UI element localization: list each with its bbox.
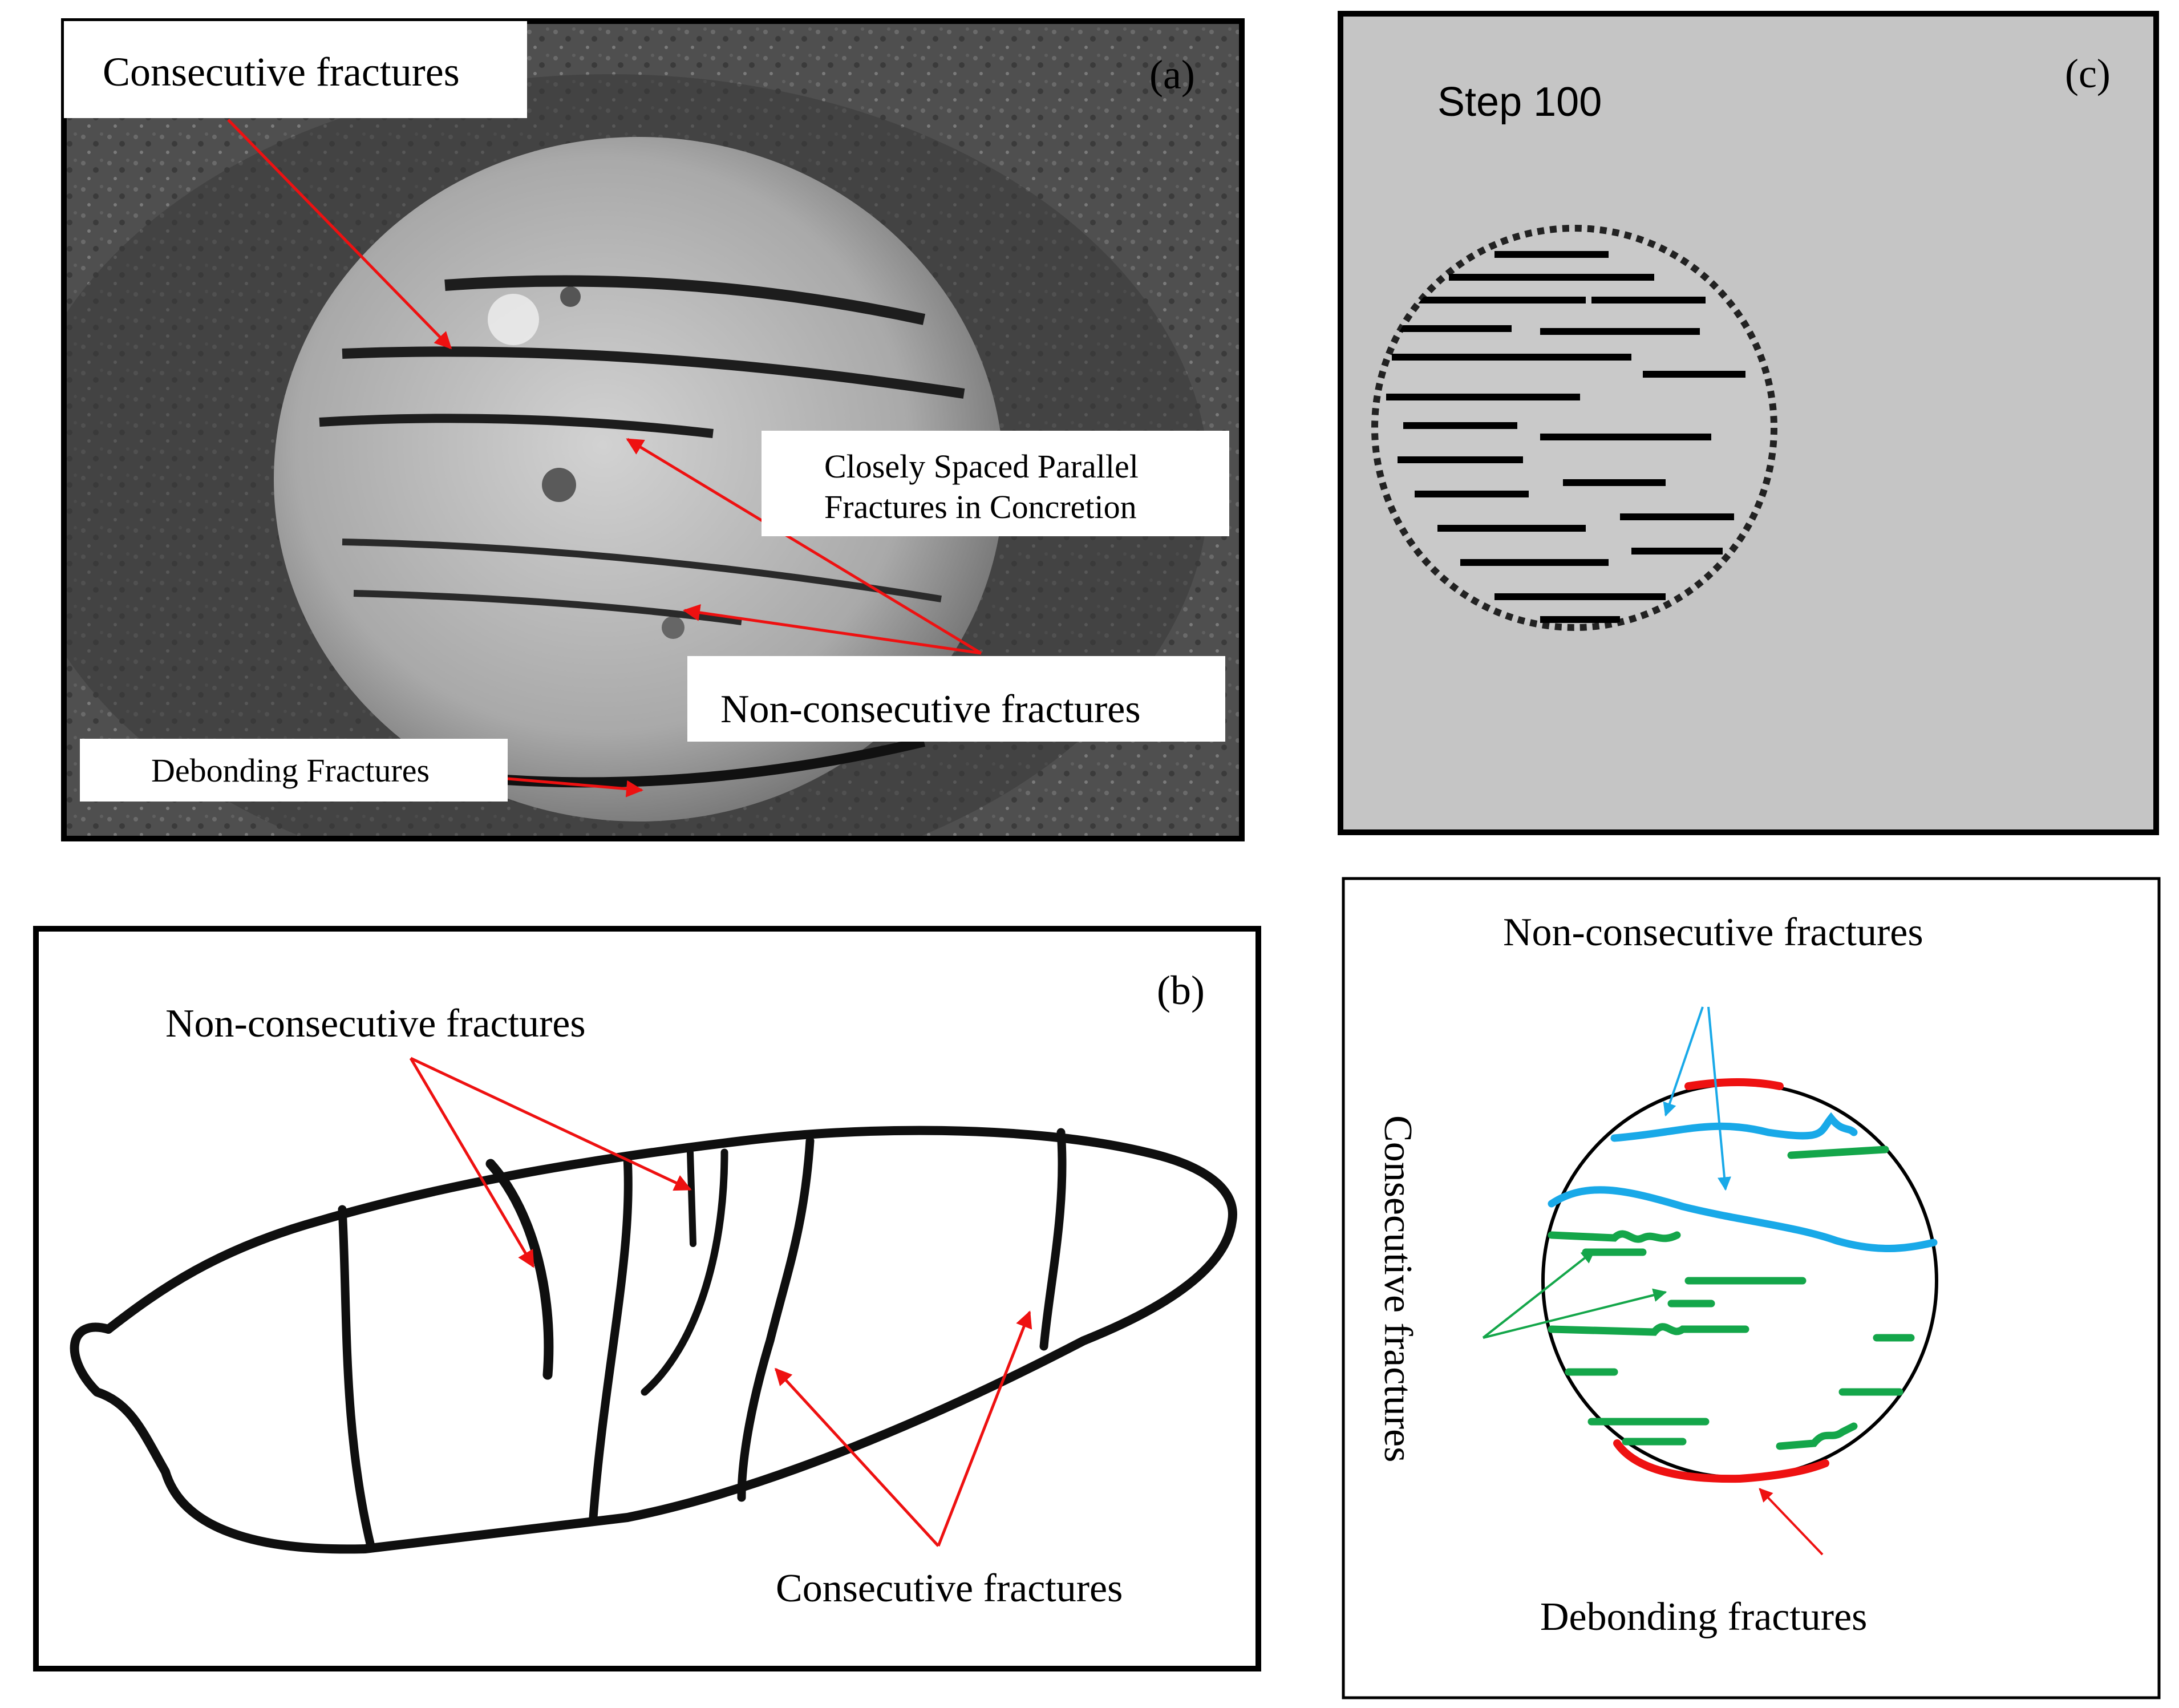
panel-c-tag: (c) <box>2065 51 2111 96</box>
panel-b-sketch <box>70 1126 1237 1554</box>
sketch-fracture-7 <box>1039 1128 1067 1351</box>
arrow-a-non-consecutive-1 <box>626 438 982 655</box>
schematic-consecutive-fractures <box>1548 1146 1915 1450</box>
simulation-cracks <box>1386 251 1745 623</box>
label-b-non-consecutive: Non-consecutive fractures <box>165 1002 586 1046</box>
arrow-a-debonding <box>507 777 643 798</box>
sketch-fracture-5 <box>641 1148 728 1396</box>
label-a-closely-line2: Fractures in Concretion <box>824 488 1137 525</box>
sketch-fracture-4 <box>687 1149 696 1247</box>
arrow-d-consecutive-1 <box>1482 1249 1595 1339</box>
label-a-closely-spaced: Closely Spaced Parallel Fractures in Con… <box>762 431 1229 536</box>
schematic-debonding-fractures <box>1613 1078 1829 1483</box>
label-a-closely-line1: Closely Spaced Parallel <box>824 448 1139 485</box>
arrow-b-consecutive-1 <box>774 1367 939 1547</box>
panel-d-frame <box>1342 877 2161 1699</box>
label-c-step: Step 100 <box>1437 79 1602 125</box>
arrow-b-non-consecutive-1 <box>409 1057 535 1268</box>
panel-b-arrows <box>409 1057 1032 1547</box>
photo-fracture-4 <box>342 539 942 602</box>
photo-fracture-3 <box>319 414 714 438</box>
label-d-non-consecutive: Non-consecutive fractures <box>1503 910 1923 954</box>
panel-b-tag: (b) <box>1157 968 1205 1013</box>
arrow-b-consecutive-2 <box>937 1310 1032 1547</box>
label-b-consecutive: Consecutive fractures <box>776 1567 1123 1610</box>
arrow-d-non-consecutive-2 <box>1707 1006 1731 1191</box>
arrow-d-debonding <box>1759 1488 1824 1556</box>
photo-fracture-1 <box>444 275 926 325</box>
arrow-d-non-consecutive-1 <box>1663 1006 1704 1117</box>
sketch-fracture-3 <box>589 1153 633 1522</box>
panel-d-arrows <box>1482 1006 1824 1556</box>
label-a-consecutive: Consecutive fractures <box>64 21 527 118</box>
panel-a-frame <box>61 18 1245 841</box>
arrow-b-non-consecutive-2 <box>410 1057 692 1191</box>
concretion-outline <box>70 1126 1237 1554</box>
arrow-a-non-consecutive-2 <box>683 604 982 655</box>
panel-a-photo <box>61 18 1245 841</box>
label-d-debonding: Debonding fractures <box>1540 1595 1868 1639</box>
label-d-consecutive: Consecutive fractures <box>1376 1115 1420 1463</box>
schematic-non-consecutive-fractures <box>1548 1112 1938 1252</box>
arrow-d-consecutive-2 <box>1483 1288 1667 1339</box>
sketch-fracture-6 <box>737 1136 815 1502</box>
photo-fracture-2 <box>342 346 965 399</box>
concretion-ellipse <box>274 137 1004 821</box>
panel-a-arrows <box>227 119 982 798</box>
label-a-debonding: Debonding Fractures <box>80 739 508 802</box>
sketch-fracture-1 <box>338 1205 375 1551</box>
panel-a-tag: (a) <box>1149 52 1195 98</box>
sketch-fracture-2 <box>485 1159 554 1380</box>
label-a-non-consecutive: Non-consecutive fractures <box>687 656 1225 742</box>
panel-b-frame <box>33 926 1261 1671</box>
arrow-a-consecutive <box>227 119 452 350</box>
